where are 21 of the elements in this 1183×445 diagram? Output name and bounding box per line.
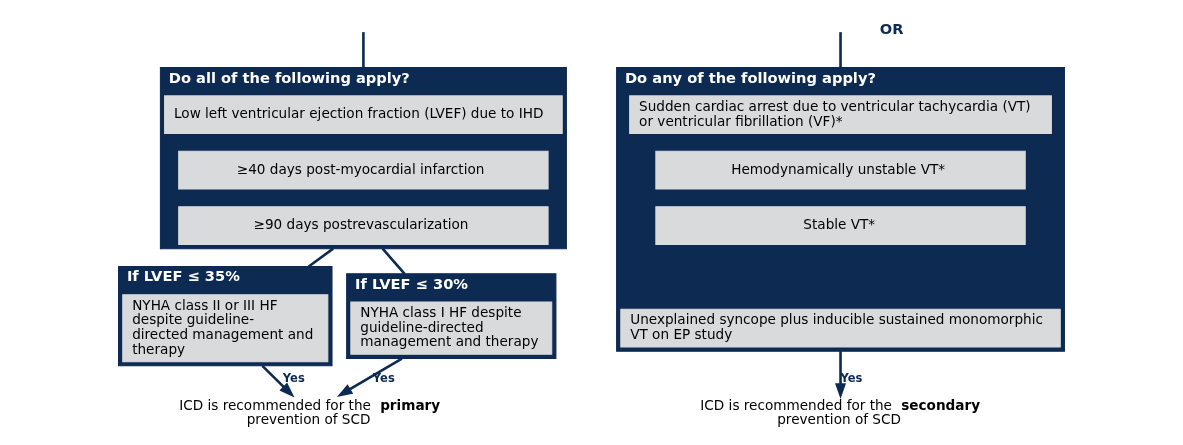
node-text: ICD is recommended for the secondary prevention of SCD xyxy=(700,397,981,427)
node-box: ≥40 days post-myocardial infarction xyxy=(178,150,549,190)
connector xyxy=(839,32,842,68)
node-box: Sudden cardiac arrest due to ventricular tachycardia (VT) or ventricular fibrillation (VF)* xyxy=(629,95,1052,135)
connector xyxy=(362,32,365,68)
node-box: Unexplained syncope plus inducible sustained monomorphic VT on EP study xyxy=(620,308,1061,348)
node-box: Hemodynamically unstable VT* xyxy=(655,150,1026,190)
node-box: NYHA class I HF despite guideline-directed management and therapy xyxy=(350,301,553,355)
connector xyxy=(381,247,406,275)
label: OR xyxy=(879,19,904,37)
node-box: ≥90 days postrevascularization xyxy=(178,206,549,245)
arrow xyxy=(336,357,403,398)
arrow xyxy=(261,364,295,398)
node-box: Low left ventricular ejection fraction (LVEF) due to IHD xyxy=(164,95,563,135)
connector xyxy=(307,247,334,268)
node-box: Stable VT* xyxy=(655,206,1026,245)
arrow xyxy=(835,351,847,400)
node-text: ICD is recommended for the primary prevention of SCD xyxy=(179,397,441,427)
edge-label: Yes xyxy=(282,371,305,386)
edge-label: Yes xyxy=(372,371,395,386)
node-box: NYHA class II or III HF despite guideline-directed management and therapy xyxy=(122,294,329,363)
